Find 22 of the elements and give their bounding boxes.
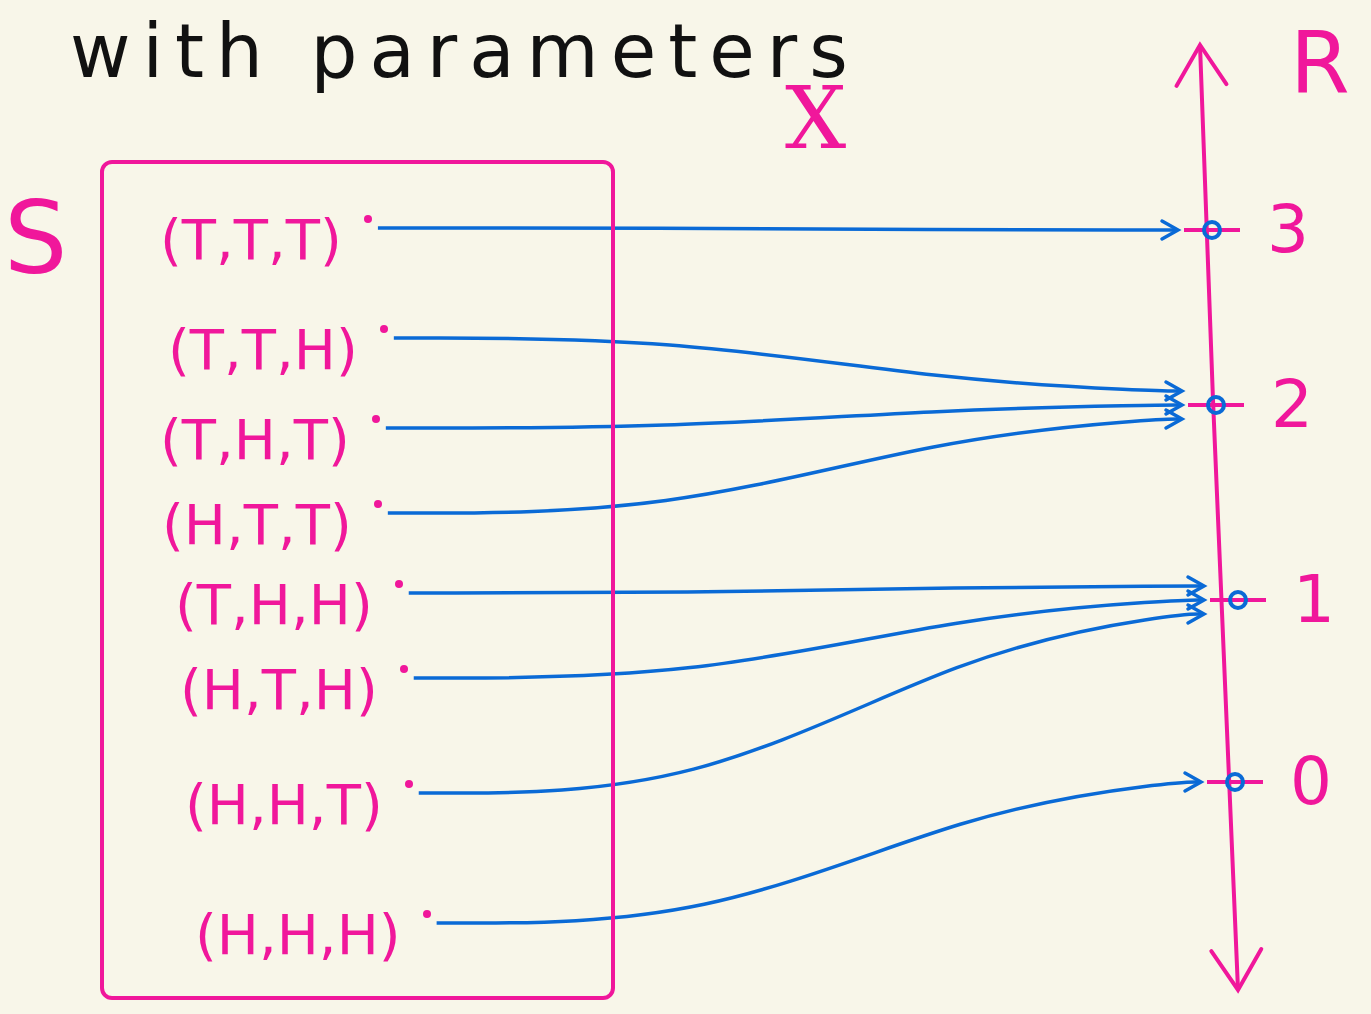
mapping-arrow	[418, 603, 1206, 795]
outcome-text: (H,T,H)	[180, 655, 414, 725]
outcome-text: (T,H,T)	[160, 405, 386, 475]
value-label: 0	[1290, 742, 1332, 822]
outcome-text: (T,T,T)	[160, 205, 378, 275]
variable-label: R	[1290, 12, 1350, 112]
mapping-arrow	[436, 771, 1203, 925]
value-label: 1	[1293, 560, 1335, 640]
mapping-arrow	[393, 336, 1184, 402]
mapping-arrow	[408, 575, 1206, 597]
mapping-arrow	[377, 219, 1180, 241]
value-label: 2	[1271, 365, 1313, 445]
mapping-arrow	[413, 589, 1206, 680]
outcome-text: (H,T,T)	[162, 490, 388, 560]
outcome-text: (H,H,H)	[195, 900, 437, 970]
outcome-text: (T,H,H)	[175, 570, 409, 640]
mapping-arrow	[387, 408, 1184, 515]
value-label: 3	[1267, 190, 1309, 270]
outcome-text: (T,T,H)	[168, 315, 394, 385]
outcome-text: (H,H,T)	[185, 770, 419, 840]
mapping-arrow	[385, 394, 1184, 430]
set-label: S	[4, 184, 68, 294]
